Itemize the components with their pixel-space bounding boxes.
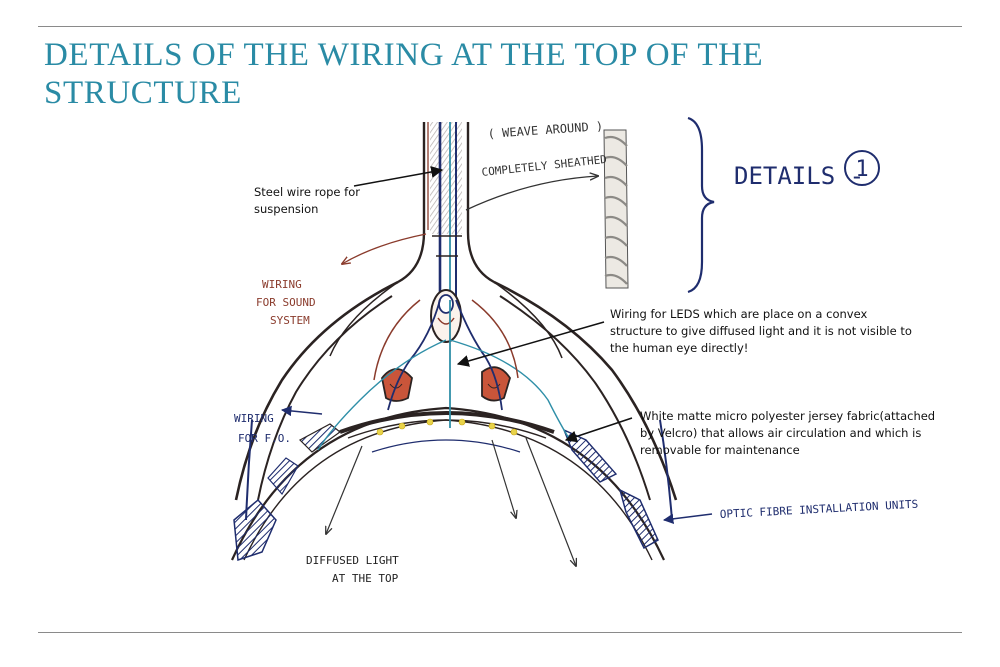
optic-fibre-arrow [662, 513, 713, 525]
fabric-arrow [564, 417, 633, 443]
convex-dome [230, 406, 665, 561]
diffused-light-line1: DIFFUSED LIGHT [306, 554, 399, 567]
fabric-label-line1: White matte micro polyester jersey fabri… [640, 409, 935, 423]
led-wiring [317, 299, 571, 451]
fabric-label-line2: by Velcro) that allows air circulation a… [640, 426, 921, 440]
diffused-light-line2: AT THE TOP [332, 572, 399, 585]
led-wiring-label-line1: Wiring for LEDS which are place on a con… [610, 307, 867, 321]
page-title: DETAILS OF THE WIRING AT THE TOP OF THE … [44, 37, 764, 111]
optic-fibre-label: OPTIC FIBRE INSTALLATION UNITS [719, 498, 918, 521]
weave-around-label: ( WEAVE AROUND ) [487, 119, 603, 141]
fabric-label-line3: removable for maintenance [640, 443, 800, 457]
steel-wire-label-line1: Steel wire rope for [254, 185, 360, 199]
diffused-light-leader [336, 446, 362, 548]
wiring-fo-line1: WIRING [234, 412, 274, 425]
fabric-bands [233, 423, 659, 562]
completely-sheathed-label: COMPLETELY SHEATHED [481, 153, 608, 179]
diffused-light-rays [326, 437, 576, 566]
fo-wiring-arrow [280, 405, 323, 417]
led-wiring-label-line2: structure to give diffused light and it … [610, 324, 912, 338]
wiring-fo-line2: FOR F.O. [238, 432, 291, 445]
wiring-sound-line1: WIRING [262, 278, 302, 291]
suspension-column [397, 122, 495, 300]
bottom-divider [38, 632, 962, 633]
top-divider [38, 26, 962, 27]
details-number: 1 [855, 157, 868, 182]
sheathed-arrow [465, 176, 598, 211]
details-brace [687, 116, 715, 294]
wiring-sound-line2: FOR SOUND [256, 296, 316, 309]
wiring-sound-line3: SYSTEM [270, 314, 310, 327]
led-dots [376, 418, 518, 436]
steel-wire-label-line2: suspension [254, 202, 318, 216]
led-wiring-arrow [456, 321, 605, 367]
details-heading: DETAILS - [734, 162, 864, 190]
rope-detail [603, 129, 629, 289]
led-wiring-label-line3: the human eye directly! [610, 341, 748, 355]
sound-wiring-arrow [342, 233, 427, 264]
steel-wire-arrow [353, 166, 444, 187]
details-number-circle [844, 150, 880, 186]
